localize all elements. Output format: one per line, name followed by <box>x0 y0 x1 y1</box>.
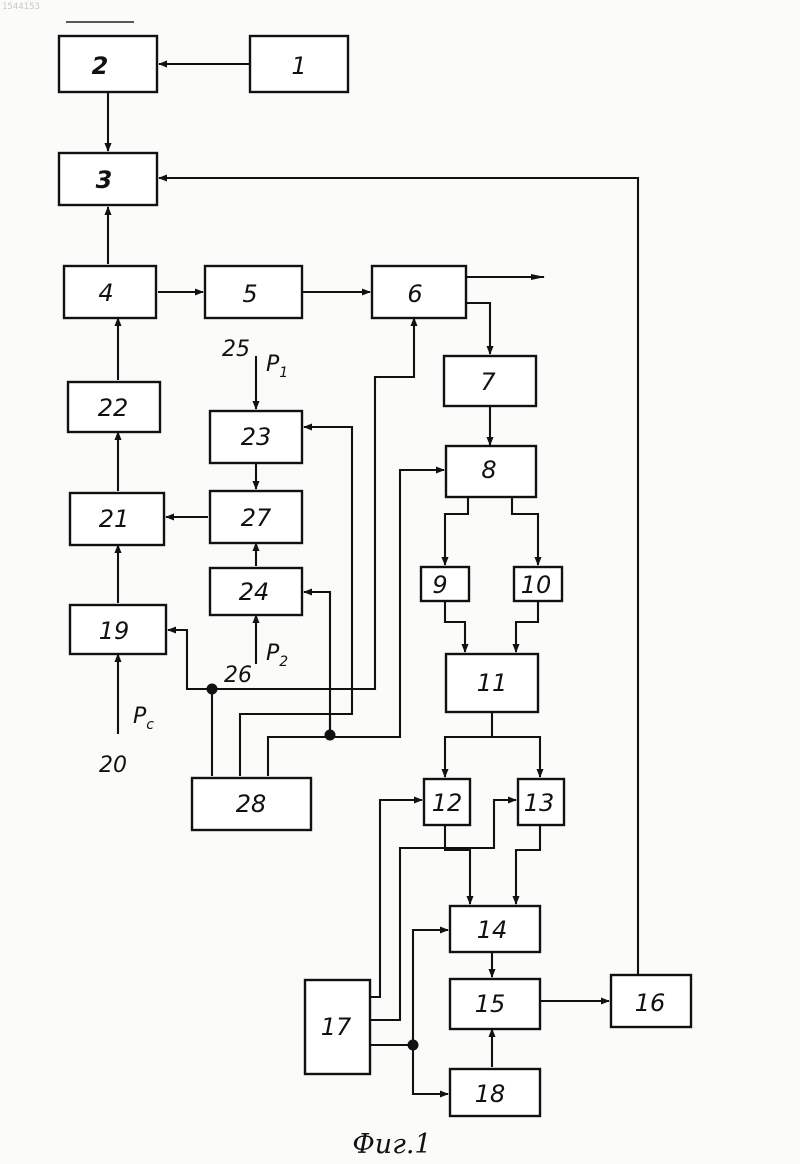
figure-caption: Фиг.1 <box>352 1129 431 1160</box>
block-15-label: 15 <box>475 990 506 1018</box>
watermark: 1544153 <box>2 2 40 12</box>
input-26-number: 26 <box>224 663 252 688</box>
input-20: 20 Pc <box>99 704 154 778</box>
block-27: 27 <box>210 491 302 543</box>
block-22: 22 <box>68 382 160 432</box>
block-4: 4 <box>64 266 156 318</box>
wire-13-14 <box>516 825 540 904</box>
block-19-label: 19 <box>99 617 130 645</box>
block-17-label: 17 <box>321 1013 352 1041</box>
input-26-symbol: P2 <box>266 641 288 670</box>
wire-12-14 <box>445 825 470 904</box>
block-23-label: 23 <box>241 423 272 451</box>
block-11-label: 11 <box>477 669 508 697</box>
block-7-label: 7 <box>480 368 496 396</box>
block-10-label: 10 <box>521 571 552 599</box>
wire-node-a-19 <box>168 630 212 689</box>
block-1: 1 <box>250 36 348 92</box>
block-9: 9 <box>421 567 469 601</box>
wire-10-11 <box>516 601 538 652</box>
block-10: 10 <box>514 567 562 601</box>
block-27-label: 27 <box>241 504 272 532</box>
block-3-label: 3 <box>96 166 113 194</box>
block-4-label: 4 <box>98 279 113 307</box>
block-18-label: 18 <box>475 1080 506 1108</box>
block-23: 23 <box>210 411 302 463</box>
junction-dot <box>207 684 218 695</box>
block-18: 18 <box>450 1069 540 1116</box>
wire-8-10 <box>512 497 538 565</box>
input-20-number: 20 <box>99 753 127 778</box>
block-8: 8 <box>446 446 536 497</box>
block-5-label: 5 <box>242 280 257 308</box>
wire-6-7 <box>466 303 490 354</box>
block-24: 24 <box>210 568 302 615</box>
input-25-sym: P <box>266 352 280 377</box>
wire-28-node-b <box>240 714 330 776</box>
block-8-label: 8 <box>481 456 496 484</box>
block-2: 2 <box>59 36 157 92</box>
input-25-number: 25 <box>222 337 250 362</box>
block-3: 3 <box>59 153 157 205</box>
block-12: 12 <box>424 779 470 825</box>
input-25-symbol: P1 <box>266 352 288 381</box>
block-24-label: 24 <box>239 578 270 606</box>
wire-8-9 <box>445 497 468 565</box>
block-13-label: 13 <box>524 789 555 817</box>
input-26-sym: P <box>266 641 280 666</box>
block-28-label: 28 <box>236 790 267 818</box>
wire-9-11 <box>445 601 465 652</box>
block-14: 14 <box>450 906 540 952</box>
input-26-sub: 2 <box>279 654 288 670</box>
input-20-symbol: Pc <box>133 704 154 733</box>
wire-11-13 <box>492 737 540 777</box>
block-21-label: 21 <box>99 505 130 533</box>
block-7: 7 <box>444 356 536 406</box>
block-21: 21 <box>70 493 164 545</box>
block-5: 5 <box>205 266 302 318</box>
input-20-sub: c <box>146 717 154 733</box>
block-22-label: 22 <box>98 394 129 422</box>
block-6: 6 <box>372 266 466 318</box>
junction-dot <box>325 730 336 741</box>
block-15: 15 <box>450 979 540 1029</box>
block-9-label: 9 <box>432 571 447 599</box>
wire-17-18 <box>413 1045 448 1094</box>
block-16: 16 <box>611 975 691 1027</box>
input-25-sub: 1 <box>279 365 288 381</box>
wire-17-14 <box>370 930 448 1045</box>
wire-node-b-23 <box>304 427 352 714</box>
block-1-label: 1 <box>291 52 306 80</box>
junction-dot <box>408 1040 419 1051</box>
block-12-label: 12 <box>432 789 463 817</box>
block-11: 11 <box>446 654 538 712</box>
block-6-label: 6 <box>407 280 422 308</box>
wire-11-12 <box>445 712 492 777</box>
wire-17-12 <box>370 800 422 997</box>
block-28: 28 <box>192 778 311 830</box>
block-17: 17 <box>305 980 370 1074</box>
block-2-label: 2 <box>92 52 109 80</box>
input-20-sym: P <box>133 704 147 729</box>
block-19: 19 <box>70 605 166 654</box>
block-14-label: 14 <box>477 916 508 944</box>
block-13: 13 <box>518 779 564 825</box>
block-16-label: 16 <box>635 989 666 1017</box>
